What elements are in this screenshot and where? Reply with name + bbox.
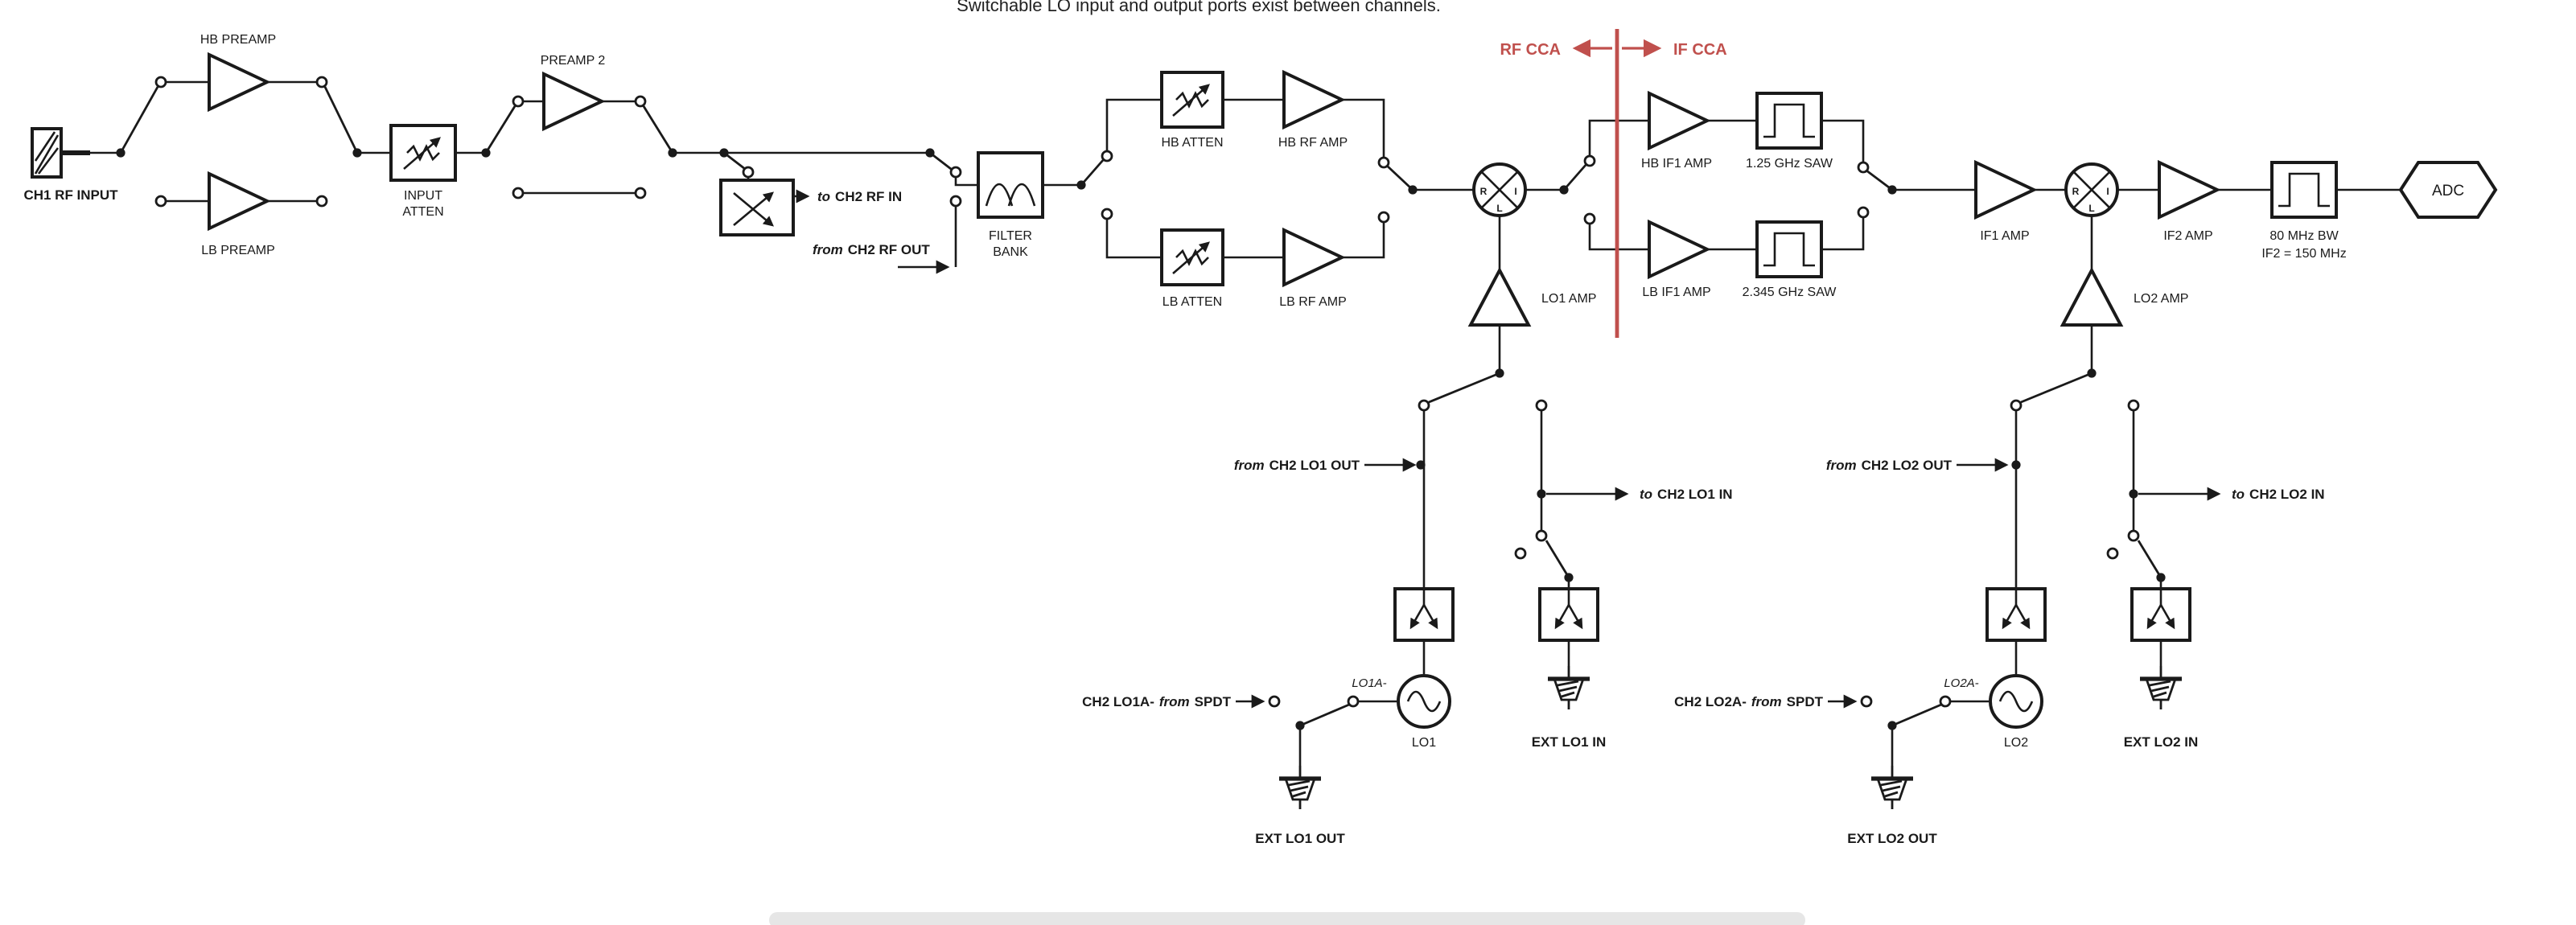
bottom-bar <box>769 912 1805 925</box>
saw2-filter <box>1755 220 1823 278</box>
hb-attenuator <box>1160 71 1224 129</box>
if2-filter-label-line2: IF2 = 150 MHz <box>2261 247 2346 261</box>
if2-amp-icon <box>2158 161 2219 219</box>
lo1a-signal-label: LO1A- <box>1352 676 1386 690</box>
ext-lo2-out-label: EXT LO2 OUT <box>1847 831 1937 846</box>
lo2-splitter-right-icon <box>2132 589 2190 640</box>
preamp2-label: PREAMP 2 <box>541 54 606 68</box>
ext-lo2-in-connector-icon <box>2140 666 2182 709</box>
mixer1-if-port-label: I <box>1514 186 1516 197</box>
ext-lo1-out-label: EXT LO1 OUT <box>1255 831 1345 846</box>
mixer1-rf-port-label: R <box>1480 186 1488 197</box>
rf-cca-label: RF CCA <box>1500 41 1561 59</box>
lb-rf-amp-label: LB RF AMP <box>1279 295 1347 309</box>
lb-attenuator <box>1160 228 1224 286</box>
input-attenuator <box>389 124 457 182</box>
if2-amp-label: IF2 AMP <box>2163 229 2212 243</box>
ch1-rf-input-label: CH1 RF INPUT <box>23 187 118 203</box>
lb-atten-label: LB ATTEN <box>1162 295 1222 309</box>
if2-bandpass-filter <box>2270 161 2338 219</box>
lo1-oscillator <box>1397 674 1451 729</box>
ext-lo1-in-connector-icon <box>1548 666 1590 709</box>
hb-if1-amp-icon <box>1648 92 1709 150</box>
hb-preamp-label: HB PREAMP <box>200 33 276 47</box>
lo2-switches <box>1860 368 2166 730</box>
lo1-amp-icon <box>1467 266 1532 327</box>
lb-preamp-amp-icon <box>208 172 269 230</box>
lo1-amp-label: LO1 AMP <box>1541 292 1596 306</box>
if-cca-label: IF CCA <box>1673 41 1727 59</box>
lb-rf-amp-icon <box>1282 228 1344 286</box>
saw1-filter <box>1755 92 1823 150</box>
mixer2: R L I <box>2064 162 2119 217</box>
filter-bank-label-line2: BANK <box>993 245 1028 259</box>
hb-preamp-amp-icon <box>208 53 269 111</box>
mixer2-rf-port-label: R <box>2072 186 2080 197</box>
mixer1: R L I <box>1472 162 1527 217</box>
if2-filter-label-line1: 80 MHz BW <box>2269 229 2339 243</box>
lb-if1-amp-label: LB IF1 AMP <box>1642 286 1710 299</box>
filter-bank-label-line1: FILTER <box>989 229 1032 243</box>
ext-lo1-out-connector-icon <box>1279 766 1321 809</box>
mixer1-lo-port-label: L <box>1496 203 1502 214</box>
ext-lo2-in-label: EXT LO2 IN <box>2124 734 2199 750</box>
input-atten-label-line1: INPUT <box>404 189 442 203</box>
saw2-label: 2.345 GHz SAW <box>1743 286 1837 299</box>
rf-switches <box>116 76 1897 225</box>
lo1-label: LO1 <box>1412 736 1436 750</box>
lo1-splitter-left-icon <box>1395 589 1453 640</box>
hb-if1-amp-label: HB IF1 AMP <box>1641 157 1712 171</box>
top-note: Switchable LO input and output ports exi… <box>957 0 1441 15</box>
saw1-label: 1.25 GHz SAW <box>1746 157 1833 171</box>
lo2-amp-label: LO2 AMP <box>2134 292 2188 306</box>
connector-hatch-icon <box>34 131 60 175</box>
if1-amp-label: IF1 AMP <box>1980 229 2029 243</box>
if1-amp-icon <box>1974 161 2035 219</box>
lo2-amp-icon <box>2060 266 2124 327</box>
lb-if1-amp-icon <box>1648 220 1709 278</box>
hb-rf-amp-icon <box>1282 71 1344 129</box>
ch2-rf-transfer-switch <box>719 179 795 236</box>
lo2-splitter-left-icon <box>1987 589 2045 640</box>
lo1-splitter-right-icon <box>1540 589 1598 640</box>
lo2-oscillator <box>1989 674 2043 729</box>
ext-lo1-in-label: EXT LO1 IN <box>1532 734 1607 750</box>
mixer2-lo-port-label: L <box>2088 203 2094 214</box>
mixer2-if-port-label: I <box>2106 186 2109 197</box>
signal-wires <box>90 80 2401 766</box>
preamp2-amp-icon <box>542 72 603 130</box>
ext-lo2-out-connector-icon <box>1871 766 1913 809</box>
ch1-rf-input-connector <box>31 127 90 179</box>
input-atten-label-line2: ATTEN <box>402 205 443 219</box>
lo1-switches <box>1268 368 1574 730</box>
hb-atten-label: HB ATTEN <box>1161 136 1223 150</box>
lo2a-signal-label: LO2A- <box>1944 676 1978 690</box>
adc-block: ADC <box>2398 161 2498 219</box>
adc-label: ADC <box>2432 183 2464 199</box>
lb-preamp-label: LB PREAMP <box>201 244 275 257</box>
lo2-label: LO2 <box>2004 736 2028 750</box>
filter-bank <box>977 151 1044 219</box>
hb-rf-amp-label: HB RF AMP <box>1278 136 1348 150</box>
